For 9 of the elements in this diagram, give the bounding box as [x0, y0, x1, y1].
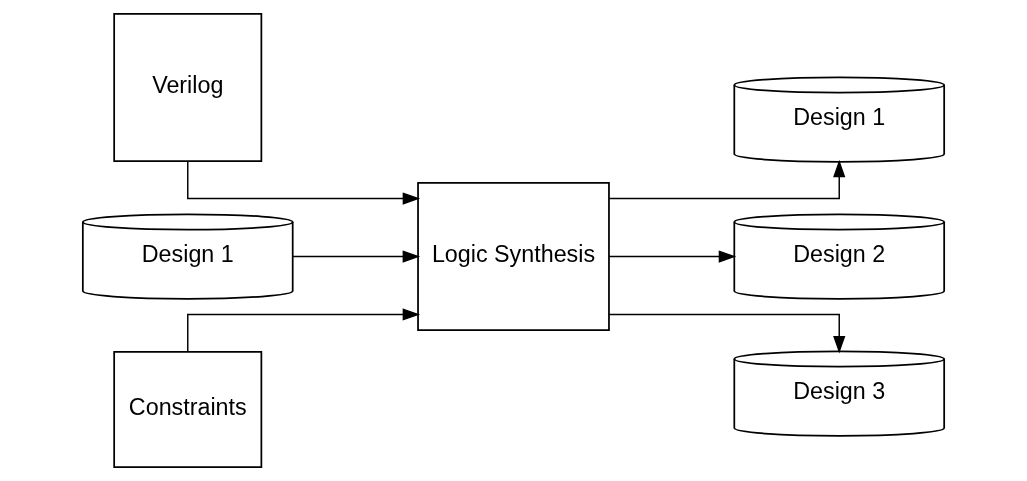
arrow — [292, 250, 421, 263]
arrow — [608, 159, 846, 200]
arrow — [187, 160, 421, 205]
arrow — [187, 308, 421, 353]
node-box: Constraints — [113, 351, 263, 468]
node-box: Logic Synthesis — [417, 182, 610, 331]
arrow — [608, 313, 846, 354]
node-box: Verilog — [113, 13, 263, 162]
arrow — [608, 250, 737, 263]
